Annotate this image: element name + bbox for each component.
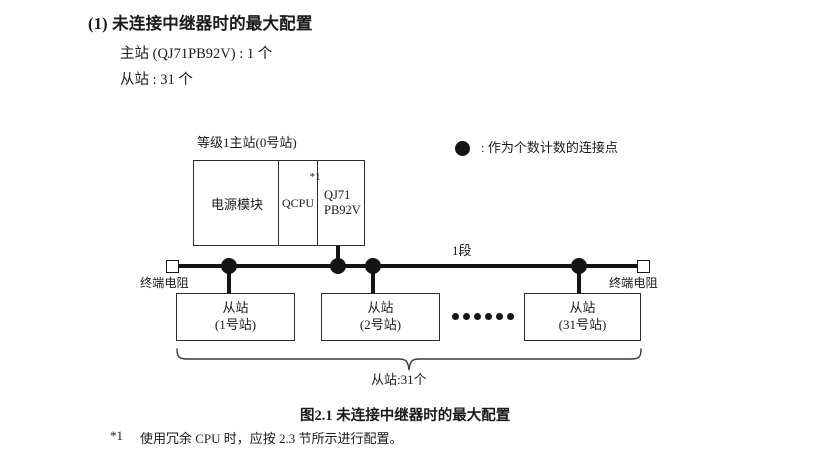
- slave-group-brace: [176, 348, 642, 371]
- qj71pb92v-line2: PB92V: [324, 203, 361, 217]
- terminator-right-label: 终端电阻: [609, 276, 658, 290]
- master-drop-line: [336, 246, 340, 268]
- figure-caption: 图2.1 未连接中继器时的最大配置: [300, 408, 511, 424]
- terminator-left-label: 终端电阻: [140, 276, 189, 290]
- power-supply-module-cell: 电源模块: [195, 160, 279, 246]
- terminator-left-icon: [166, 260, 179, 273]
- qcpu-module-label: QCPU: [282, 195, 315, 210]
- ellipsis-dot: [507, 313, 514, 320]
- slave-group-brace-label: 从站:31个: [371, 372, 427, 387]
- ellipsis-dot: [496, 313, 503, 320]
- unit-divider-1: [278, 161, 280, 245]
- legend-label: : 作为个数计数的连接点: [481, 140, 618, 155]
- slave-station-count-line: 从站 : 31 个: [120, 72, 193, 88]
- terminator-right-icon: [637, 260, 650, 273]
- ellipsis-dot: [485, 313, 492, 320]
- section-heading: (1) 未连接中继器时的最大配置: [88, 14, 313, 33]
- qj71pb92v-module-cell: QJ71 PB92V: [320, 160, 365, 246]
- profibus-bus-line: [178, 264, 641, 268]
- slave-station-2-box: 从站 (2号站): [321, 293, 440, 341]
- ellipsis-dot: [463, 313, 470, 320]
- qcpu-footnote-marker: *1: [309, 171, 321, 183]
- slave-station-1-line1: 从站: [222, 300, 249, 316]
- footnote-marker: *1: [110, 428, 123, 443]
- slave-station-31-line1: 从站: [569, 300, 596, 316]
- segment-label: 1段: [452, 243, 472, 258]
- slave-station-31-line2: (31号站): [558, 317, 607, 332]
- slave31-drop-line: [577, 266, 581, 294]
- master-station-label: 等级1主站(0号站): [197, 135, 297, 150]
- slave-station-1-line2: (1号站): [214, 317, 257, 332]
- slave-station-2-line1: 从站: [367, 300, 394, 316]
- master-station-unit: [193, 160, 365, 246]
- footnote-text: 使用冗余 CPU 时，应按 2.3 节所示进行配置。: [140, 431, 403, 446]
- master-station-count-line: 主站 (QJ71PB92V) : 1 个: [120, 46, 273, 62]
- slave-station-31-box: 从站 (31号站): [524, 293, 641, 341]
- qcpu-module-cell: QCPU: [279, 160, 319, 246]
- qj71pb92v-line1: QJ71: [324, 188, 351, 202]
- slave2-drop-line: [371, 266, 375, 294]
- slave-station-2-line2: (2号站): [359, 317, 402, 332]
- power-supply-module-label: 电源模块: [210, 196, 263, 212]
- slave1-drop-line: [227, 266, 231, 294]
- connection-node-master: [330, 258, 346, 274]
- slave-station-1-box: 从站 (1号站): [176, 293, 295, 341]
- ellipsis-dot: [474, 313, 481, 320]
- unit-divider-2: [317, 161, 319, 245]
- ellipsis-dot: [452, 313, 459, 320]
- legend-filled-circle-icon: [455, 141, 470, 156]
